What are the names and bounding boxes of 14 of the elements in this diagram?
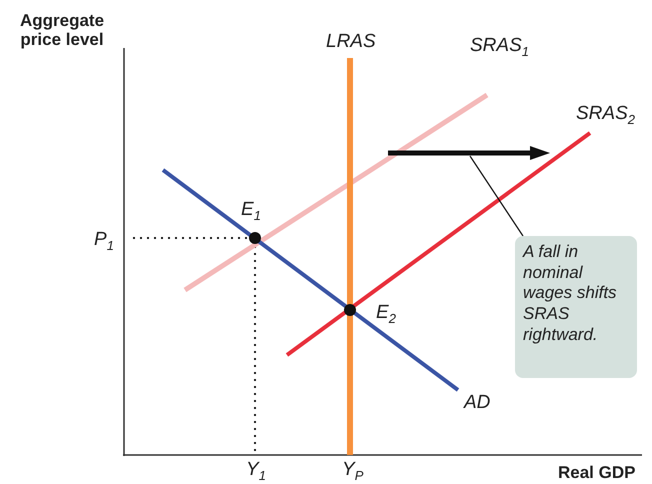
curve-label: SRAS$_{2}$ bbox=[576, 104, 635, 126]
leader-line bbox=[470, 156, 524, 236]
shift-arrow bbox=[388, 144, 550, 162]
callout-box: A fall in nominal wages shifts SRAS rightward. bbox=[515, 236, 637, 378]
curve-label: SRAS$_{1}$ bbox=[470, 36, 529, 58]
curve-label: LRAS bbox=[326, 32, 376, 51]
axis-value-label: P$_{1}$ bbox=[94, 230, 114, 252]
axis-value-label: Y$_{P}$ bbox=[342, 460, 364, 482]
curve-label: AD bbox=[464, 393, 490, 412]
axis-title: Real GDP bbox=[558, 464, 636, 483]
axis-value-label: Y$_{1}$ bbox=[246, 460, 266, 482]
axis-title: Aggregate price level bbox=[18, 12, 106, 50]
point-label: E$_{2}$ bbox=[376, 303, 396, 325]
point-label: E$_{1}$ bbox=[241, 200, 261, 222]
